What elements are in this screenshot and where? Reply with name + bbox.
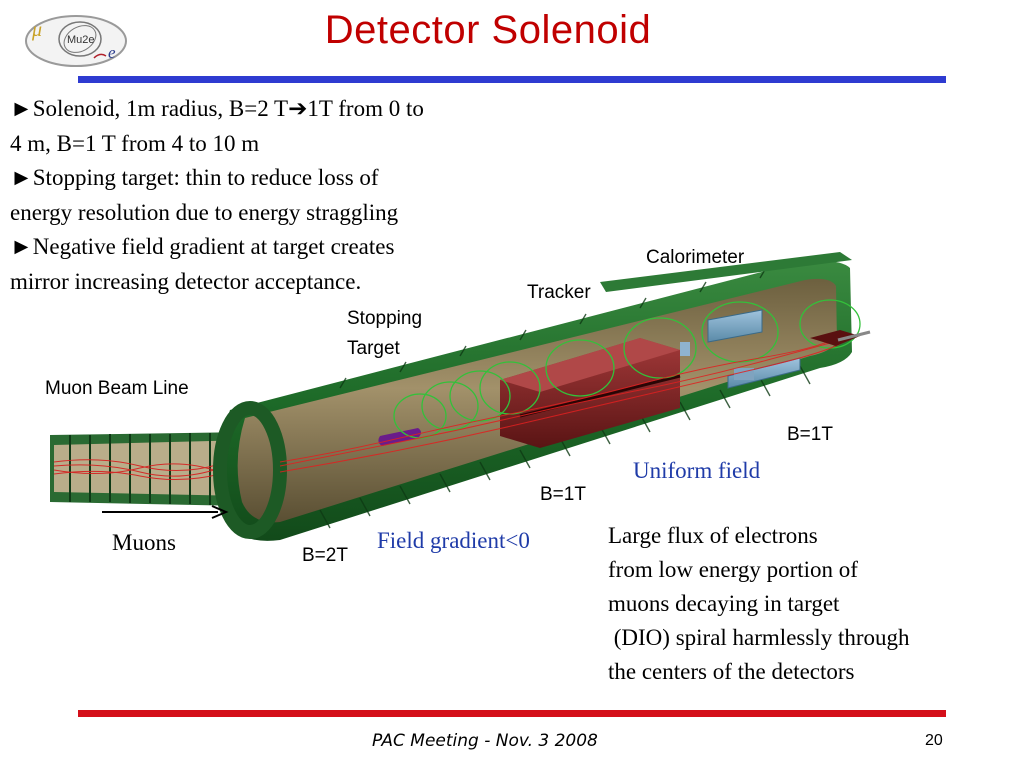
bullet-list: ►Solenoid, 1m radius, B=2 T➔1T from 0 to… bbox=[10, 92, 550, 299]
page-number: 20 bbox=[925, 732, 943, 749]
svg-text:Mu2e: Mu2e bbox=[67, 34, 95, 46]
dio-line: from low energy portion of bbox=[608, 557, 858, 582]
bullet-line: energy resolution due to energy straggli… bbox=[10, 199, 399, 225]
slide-title: Detector Solenoid bbox=[324, 8, 652, 52]
muons-label: Muons bbox=[112, 530, 176, 555]
bullet-line: ►Negative field gradient at target creat… bbox=[10, 234, 395, 259]
dio-description: Large flux of electrons from low energy … bbox=[608, 519, 1008, 689]
calorimeter-label: Calorimeter bbox=[646, 247, 745, 268]
field-gradient-label: Field gradient<0 bbox=[377, 528, 530, 553]
stopping-target-label-line1: Stopping bbox=[347, 308, 423, 329]
mu2e-logo: μ Mu2e e bbox=[24, 14, 128, 68]
dio-line: (DIO) spiral harmlessly through bbox=[608, 625, 910, 650]
bullet-line: ►Stopping target: thin to reduce loss of bbox=[10, 165, 379, 190]
svg-text:μ: μ bbox=[31, 19, 42, 41]
footer-divider bbox=[78, 710, 946, 717]
svg-text:e: e bbox=[108, 43, 116, 62]
footer-text: PAC Meeting - Nov. 3 2008 bbox=[372, 731, 598, 751]
dio-line: the centers of the detectors bbox=[608, 659, 855, 684]
title-divider bbox=[78, 76, 946, 83]
b1t-center-label: B=1T bbox=[540, 484, 586, 505]
detector-solenoid-diagram bbox=[40, 240, 910, 580]
uniform-field-label: Uniform field bbox=[633, 458, 761, 483]
tracker-label: Tracker bbox=[527, 282, 591, 303]
bullet-line: ►Solenoid, 1m radius, B=2 T➔1T from 0 to bbox=[10, 96, 424, 121]
right-arrow-icon: ➔ bbox=[288, 96, 308, 121]
b1t-right-label: B=1T bbox=[787, 424, 833, 445]
stopping-target-label-line2: Target bbox=[347, 338, 400, 359]
bullet-line: 4 m, B=1 T from 4 to 10 m bbox=[10, 130, 260, 156]
b2t-label: B=2T bbox=[302, 545, 348, 566]
muon-beam-line-label: Muon Beam Line bbox=[45, 378, 189, 399]
dio-line: Large flux of electrons bbox=[608, 523, 818, 548]
bullet-line: mirror increasing detector acceptance. bbox=[10, 268, 362, 294]
dio-line: muons decaying in target bbox=[608, 591, 840, 616]
